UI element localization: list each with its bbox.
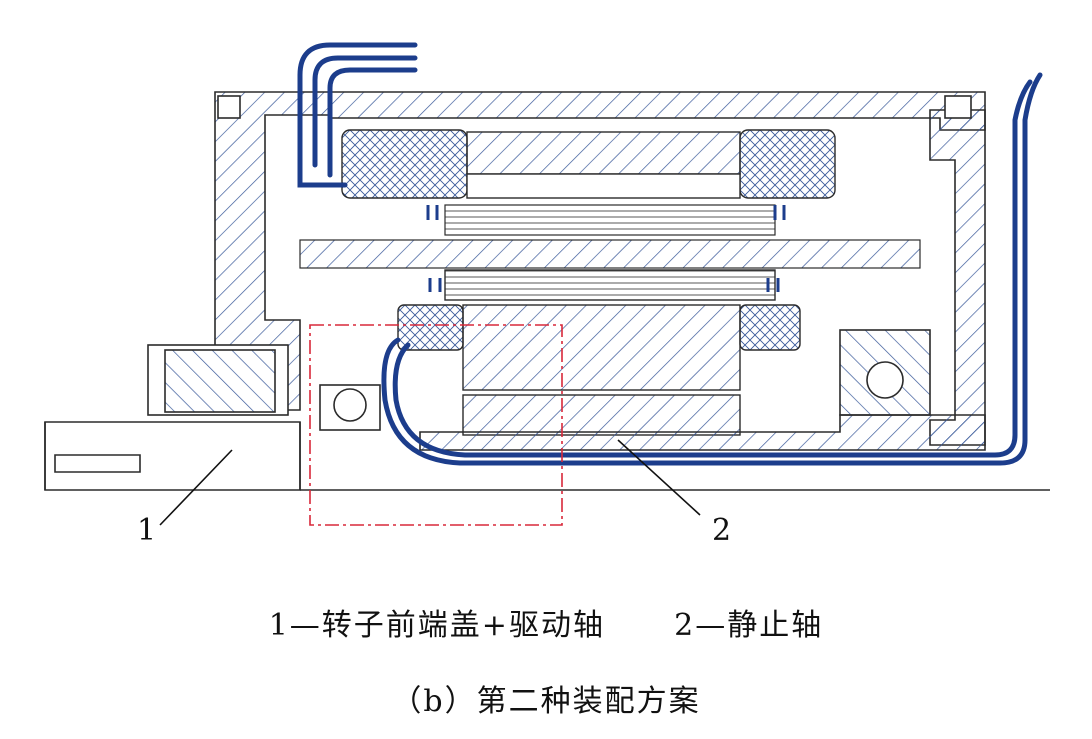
- rotor-front-end-cover: [44, 91, 331, 491]
- air-gap-laminations: [299, 204, 921, 269]
- detail-region-box: [309, 324, 563, 526]
- stator-windings: [341, 129, 836, 199]
- inner-core: [397, 269, 801, 436]
- leader-lines: [159, 439, 701, 526]
- legend-item-1: 1—转子前端盖+驱动轴: [268, 608, 605, 643]
- bolts: [426, 205, 786, 292]
- figure-caption: （b）第二种装配方案: [391, 684, 701, 719]
- cables: [297, 42, 1043, 466]
- legend-line: 1—转子前端盖+驱动轴 2—静止轴: [0, 600, 1092, 644]
- legend-item-2: 2—静止轴: [674, 608, 824, 643]
- callout-1: 1: [137, 513, 157, 548]
- outer-housing: [217, 91, 986, 446]
- callout-2: 2: [712, 513, 732, 548]
- assembly-cross-section-drawing: [44, 42, 1050, 526]
